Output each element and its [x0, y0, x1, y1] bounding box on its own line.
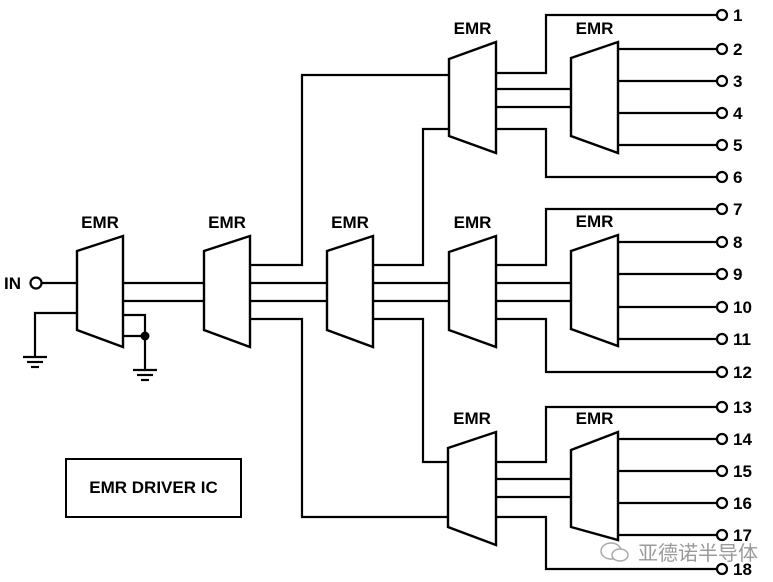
emr-block-r3-b-label: EMR [576, 409, 614, 428]
output-label: 7 [733, 200, 742, 219]
output-label: 11 [733, 330, 751, 349]
output-terminal [715, 106, 729, 120]
emr-block-r3-a-label: EMR [453, 409, 491, 428]
output-terminal [715, 496, 729, 510]
emr-block-3-label: EMR [331, 213, 369, 232]
output-label: 9 [733, 265, 742, 284]
output-label: 14 [733, 430, 752, 449]
output-label: 8 [733, 233, 742, 252]
wire [250, 317, 448, 519]
emr-block-r2-b-label: EMR [576, 212, 614, 231]
wire [496, 13, 717, 75]
emr-block-2 [202, 234, 252, 349]
wechat-icon [600, 541, 629, 562]
watermark-text: 亚德诺半导体 [638, 541, 758, 565]
emr-block-1-label: EMR [81, 213, 119, 232]
emr-block-r3-a [446, 430, 498, 547]
output-terminal [715, 365, 729, 379]
output-terminal [715, 432, 729, 446]
input-terminal [29, 276, 43, 290]
output-label: 6 [733, 168, 742, 187]
ground-wire [123, 313, 147, 370]
output-label: 5 [733, 136, 742, 155]
emr-driver-ic-label: EMR DRIVER IC [89, 478, 218, 497]
output-label: 3 [733, 72, 742, 91]
emr-block-1 [75, 234, 125, 349]
emr-block-r2-a [447, 234, 498, 349]
output-terminal [715, 528, 729, 542]
output-label: 15 [733, 462, 752, 481]
output-label: 17 [733, 526, 752, 545]
emr-block-r3-b [569, 430, 620, 542]
output-terminal [715, 170, 729, 184]
junction-dot [140, 331, 150, 341]
output-label: 10 [733, 298, 752, 317]
wire [250, 73, 449, 267]
output-terminal [715, 562, 729, 576]
output-label: 18 [733, 560, 752, 579]
output-terminal [715, 74, 729, 88]
wire [496, 127, 717, 179]
output-terminal [715, 235, 729, 249]
emr-block-r2-a-label: EMR [454, 213, 492, 232]
wire [496, 405, 717, 464]
emr-block-r1-a [447, 40, 498, 155]
emr-block-r1-a-label: EMR [454, 19, 492, 38]
watermark: 亚德诺半导体 [598, 537, 758, 566]
output-terminal [715, 267, 729, 281]
emr-block-r1-b [569, 40, 620, 155]
wire [373, 317, 448, 464]
output-label: 2 [733, 40, 742, 59]
wire [496, 207, 717, 267]
emr-driver-ic-box: EMR DRIVER IC [65, 458, 242, 518]
output-terminal [715, 8, 729, 22]
output-label: 4 [733, 104, 743, 123]
emr-block-r1-b-label: EMR [576, 19, 614, 38]
output-terminal [715, 464, 729, 478]
wire [496, 317, 717, 374]
emr-block-3 [325, 234, 375, 349]
output-terminal [715, 42, 729, 56]
wire [373, 127, 449, 267]
output-terminal [715, 202, 729, 216]
output-terminal [715, 138, 729, 152]
output-label: 16 [733, 494, 752, 513]
output-terminal [715, 332, 729, 346]
emr-block-r2-b [569, 233, 620, 348]
output-terminal [715, 300, 729, 314]
ground-wire [33, 311, 77, 357]
output-label: 1 [733, 6, 742, 25]
wire [496, 515, 717, 571]
output-label: 12 [733, 363, 752, 382]
input-label: IN [4, 274, 21, 293]
emr-block-2-label: EMR [208, 213, 246, 232]
output-label: 13 [733, 398, 752, 417]
output-terminal [715, 400, 729, 414]
